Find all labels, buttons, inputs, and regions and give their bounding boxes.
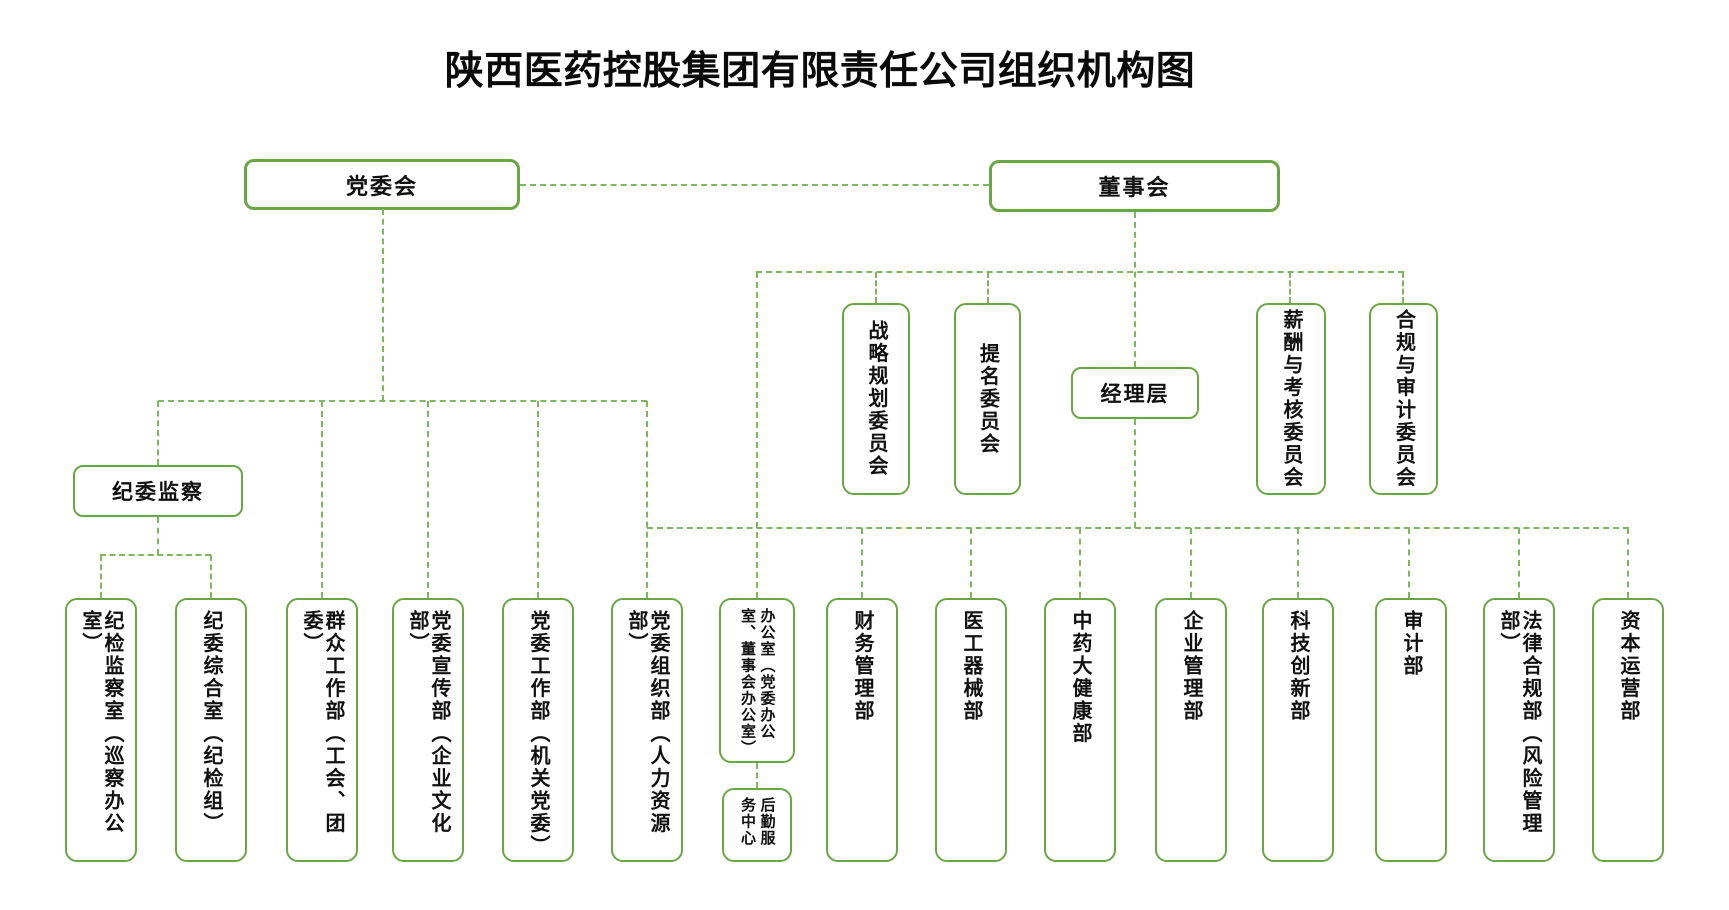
dept-general-office: 办公室（党委办公室、董事会办公室）	[719, 598, 795, 763]
connector-compensation-drop	[1289, 272, 1291, 303]
connector-tcm-health-drop	[1079, 528, 1081, 598]
connector-compliance-drop	[1402, 272, 1404, 303]
dept-party-publicity-label: 党委宣传部（企业文化部）	[406, 610, 450, 835]
committee-strategy-planning: 战略规划委员会	[842, 303, 910, 495]
page-title: 陕西医药控股集团有限责任公司组织机构图	[444, 50, 1196, 93]
dept-audit-label: 审计部	[1400, 610, 1422, 678]
dept-discipline-supervision-office: 纪检监察室（巡察办公室）	[65, 598, 137, 862]
connector-medical-devices-drop	[970, 528, 972, 598]
connector-party-drop	[382, 209, 384, 401]
node-party-committee-label: 党委会	[345, 173, 418, 199]
committee-nomination: 提名委员会	[954, 303, 1021, 495]
dept-science-innovation: 科技创新部	[1262, 598, 1334, 862]
node-board: 董事会	[989, 160, 1280, 212]
dept-enterprise-management: 企业管理部	[1155, 598, 1227, 862]
node-party-committee: 党委会	[244, 159, 520, 210]
committee-nomination-label: 提名委员会	[976, 342, 999, 456]
dept-party-organization-label: 党委组织部（人力资源部）	[625, 610, 669, 835]
node-discipline-inspection: 纪委监察	[73, 465, 243, 517]
connector-discipline-drop	[157, 401, 159, 465]
dept-audit: 审计部	[1375, 598, 1447, 862]
connector-discipline-office1-drop	[100, 555, 102, 598]
dept-discipline-supervision-office-label: 纪检监察室（巡察办公室）	[79, 610, 123, 835]
committee-compensation-assessment-label: 薪酬与考核委员会	[1280, 309, 1302, 489]
connector-discipline-fork-bus	[100, 554, 211, 556]
connector-department-bus	[647, 527, 1629, 529]
dept-party-organization: 党委组织部（人力资源部）	[611, 598, 683, 862]
dept-enterprise-management-label: 企业管理部	[1180, 610, 1202, 723]
connector-discipline-office2-drop	[210, 555, 212, 598]
dept-logistics-center-label: 后勤服务中心	[739, 797, 776, 847]
dept-mass-work: 群众工作部（工会、团委）	[286, 598, 358, 862]
dept-party-work-label: 党委工作部（机关党委）	[527, 610, 549, 858]
connector-science-innovation-drop	[1297, 528, 1299, 598]
dept-science-innovation-label: 科技创新部	[1287, 610, 1309, 723]
dept-finance: 财务管理部	[826, 598, 898, 862]
connector-party-board	[520, 184, 989, 186]
dept-party-publicity: 党委宣传部（企业文化部）	[392, 598, 464, 862]
dept-legal-compliance: 法律合规部（风险管理部）	[1483, 598, 1555, 862]
connector-logistics-drop	[756, 763, 758, 788]
dept-legal-compliance-label: 法律合规部（风险管理部）	[1497, 610, 1541, 835]
connector-mass-work-drop	[321, 401, 323, 598]
connector-party-work-drop	[537, 401, 539, 598]
connector-board-committee-bus	[756, 271, 1404, 273]
committee-compensation-assessment: 薪酬与考核委员会	[1256, 303, 1326, 495]
connector-legal-compliance-drop	[1518, 528, 1520, 598]
connector-publicity-drop	[427, 401, 429, 598]
node-management-team: 经理层	[1071, 367, 1199, 419]
node-management-team-label: 经理层	[1100, 383, 1170, 406]
committee-strategy-planning-label: 战略规划委员会	[865, 320, 887, 478]
node-board-label: 董事会	[1098, 175, 1171, 200]
connector-finance-drop	[861, 528, 863, 598]
committee-compliance-audit: 合规与审计委员会	[1369, 303, 1438, 495]
dept-tcm-health: 中药大健康部	[1044, 598, 1116, 862]
committee-compliance-audit-label: 合规与审计委员会	[1392, 309, 1415, 489]
connector-party-bus	[158, 400, 647, 402]
connector-board-drop	[1134, 212, 1136, 367]
dept-medical-devices: 医工器械部	[935, 598, 1007, 862]
dept-finance-label: 财务管理部	[851, 610, 873, 723]
dept-medical-devices-label: 医工器械部	[960, 610, 982, 723]
connector-enterprise-mgmt-drop	[1190, 528, 1192, 598]
dept-mass-work-label: 群众工作部（工会、团委）	[300, 610, 344, 835]
connector-organization-drop	[646, 401, 648, 598]
dept-tcm-health-label: 中药大健康部	[1069, 610, 1091, 745]
connector-discipline-stem	[157, 517, 159, 555]
dept-party-work: 党委工作部（机关党委）	[502, 598, 574, 862]
connector-strategy-drop	[875, 272, 877, 303]
connector-general-office-drop	[756, 272, 758, 598]
dept-capital-operation: 资本运营部	[1592, 598, 1664, 862]
dept-general-office-label: 办公室（党委办公室、董事会办公室）	[739, 608, 776, 757]
node-discipline-inspection-label: 纪委监察	[112, 481, 204, 504]
connector-capital-operation-drop	[1627, 528, 1629, 598]
connector-audit-drop	[1408, 528, 1410, 598]
dept-capital-operation-label: 资本运营部	[1617, 610, 1639, 723]
dept-discipline-general-office-label: 纪委综合室（纪检组）	[200, 610, 222, 835]
connector-management-drop	[1134, 419, 1136, 528]
dept-discipline-general-office: 纪委综合室（纪检组）	[175, 598, 247, 862]
connector-nomination-drop	[987, 272, 989, 303]
dept-logistics-center: 后勤服务中心	[722, 788, 792, 862]
